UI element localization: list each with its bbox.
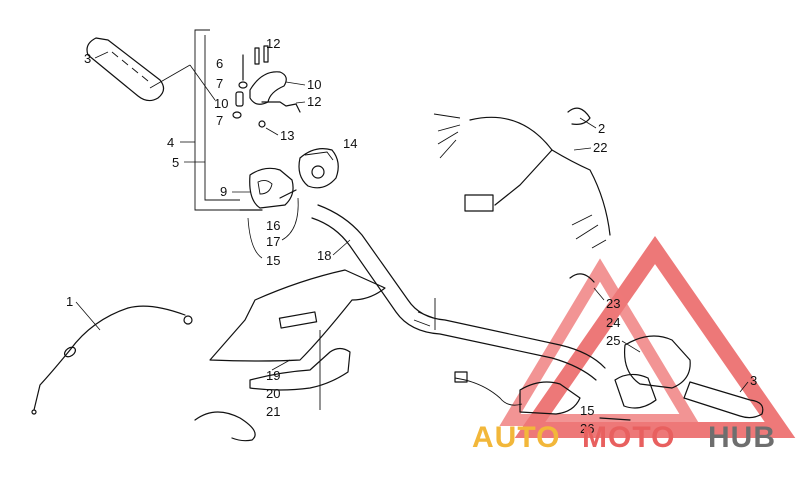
callout-label: 20 — [266, 386, 280, 401]
callout-label: 14 — [343, 136, 357, 151]
callout-label: 10 — [307, 77, 321, 92]
callout-label: 18 — [317, 248, 331, 263]
throttle-cable — [31, 305, 193, 415]
handlebar — [311, 204, 606, 381]
callout-label: 3 — [750, 373, 757, 388]
callout-label: 4 — [167, 135, 174, 150]
callout-labels: 3 4 5 6 7 10 7 12 10 12 13 14 9 16 17 15… — [66, 36, 757, 436]
callout-label: 12 — [266, 36, 280, 51]
throttle-lever-assembly — [232, 45, 301, 128]
callout-label: 22 — [593, 140, 607, 155]
callout-label: 5 — [172, 155, 179, 170]
callout-label: 7 — [216, 113, 223, 128]
callout-label: 7 — [216, 76, 223, 91]
callout-label: 15 — [580, 403, 594, 418]
throttle-block — [239, 167, 299, 259]
callout-label: 13 — [280, 128, 294, 143]
callout-label: 9 — [220, 184, 227, 199]
watermark-moto: MOTO — [582, 421, 675, 454]
switch-module — [298, 148, 339, 189]
right-controls — [454, 273, 764, 421]
handlebar-pad — [209, 269, 436, 410]
watermark-text: AUTO MOTO HUB — [472, 421, 776, 454]
callout-label: 2 — [598, 121, 605, 136]
watermark-hub: HUB — [708, 421, 776, 454]
callout-label: 1 — [66, 294, 73, 309]
bracket-group — [194, 29, 245, 211]
wiring-harness — [433, 107, 611, 249]
callout-label: 24 — [606, 315, 620, 330]
callout-label: 25 — [606, 333, 620, 348]
callout-label: 6 — [216, 56, 223, 71]
callout-label: 10 — [214, 96, 228, 111]
watermark-auto: AUTO — [472, 421, 560, 454]
callout-label: 16 — [266, 218, 280, 233]
callout-label: 19 — [266, 368, 280, 383]
callout-label: 23 — [606, 296, 620, 311]
wire-clip — [194, 411, 256, 442]
callout-label: 15 — [266, 253, 280, 268]
callout-label: 21 — [266, 404, 280, 419]
watermark-logo-icon — [499, 235, 796, 438]
callout-label: 26 — [580, 421, 594, 436]
callout-label: 17 — [266, 234, 280, 249]
callout-label: 12 — [307, 94, 321, 109]
left-grip — [86, 37, 216, 102]
callout-label: 3 — [84, 51, 91, 66]
